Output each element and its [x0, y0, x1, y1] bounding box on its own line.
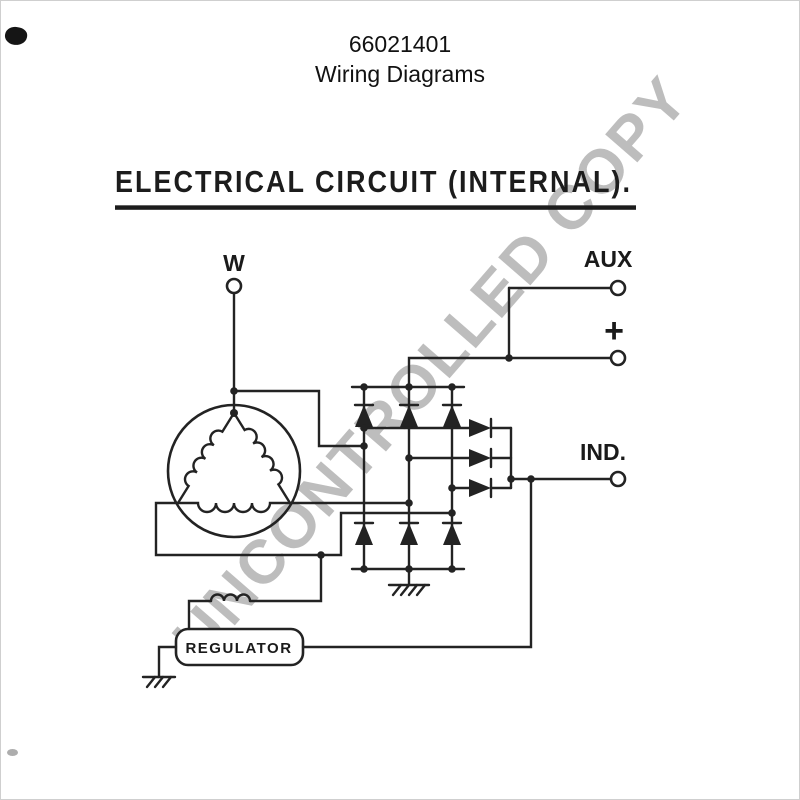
- doc-title: Wiring Diagrams: [315, 61, 485, 87]
- terminal-circles: [225, 277, 627, 488]
- diode-trio: [362, 417, 513, 499]
- doc-number: 66021401: [348, 31, 452, 57]
- ground-symbol-bridge: [387, 567, 431, 597]
- lower-diodes: [353, 521, 463, 545]
- terminal-w-label: W: [223, 250, 245, 276]
- junction-dots: [230, 354, 535, 573]
- terminal-w-circle: [225, 277, 243, 295]
- terminal-plus-label: +: [604, 312, 624, 350]
- upper-diodes: [353, 403, 463, 427]
- ground-symbol-regulator: [141, 675, 177, 689]
- diagram-heading: ELECTRICAL CIRCUIT (INTERNAL).: [115, 165, 636, 210]
- rectifier-bridge: [350, 385, 466, 571]
- stator-circle: [166, 403, 302, 539]
- terminal-aux-circle: [609, 279, 627, 297]
- phase-wire-a: [232, 389, 366, 448]
- delta-winding-coils: [176, 411, 292, 514]
- terminal-aux-label: AUX: [584, 246, 633, 272]
- terminal-plus-circle: [609, 349, 627, 367]
- regulator-label: REGULATOR: [185, 640, 292, 657]
- delta-apex-junction: [230, 409, 238, 417]
- regulator: [141, 477, 533, 689]
- regulator-ground-wire: [157, 645, 178, 679]
- regulator-output-wire: [301, 477, 533, 649]
- phase-wire-c: [154, 501, 454, 557]
- scan-artifact-bottom-left: [7, 749, 18, 756]
- terminal-ind-circle: [609, 470, 627, 488]
- alternator-stator: [166, 403, 302, 539]
- terminal-ind-label: IND.: [580, 439, 626, 465]
- field-coil: [187, 553, 323, 631]
- aux-plus-wiring: [407, 286, 613, 389]
- phase-wires: [154, 389, 454, 557]
